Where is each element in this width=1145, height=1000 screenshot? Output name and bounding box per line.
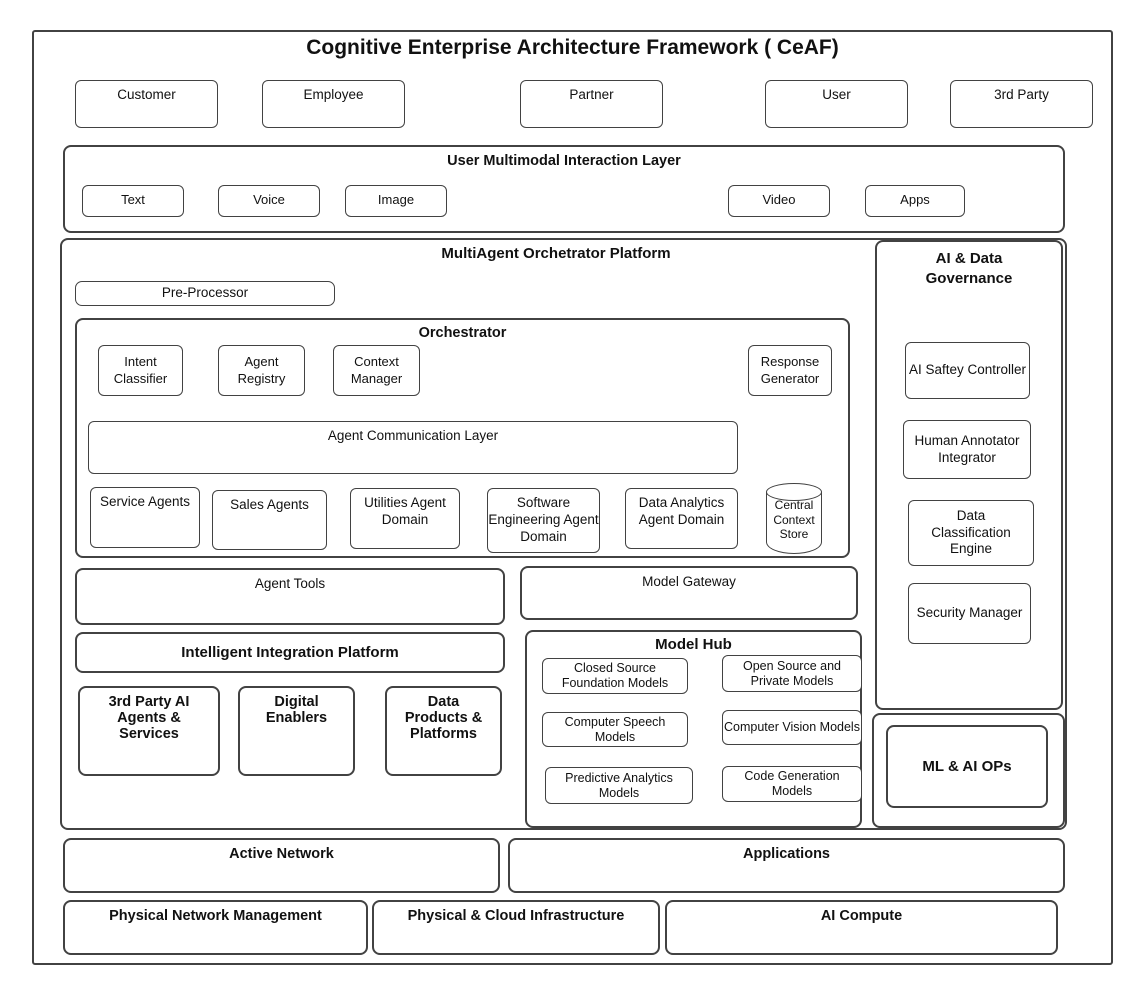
ml-ai-ops-box: ML & AI OPs (886, 725, 1048, 808)
governance-title: AI & Data Governance (925, 250, 1013, 287)
stakeholder-box-customer: Customer (75, 80, 218, 128)
stakeholder-box-user: User (765, 80, 908, 128)
infra-box-physical-cloud-infrastructure: Physical & Cloud Infrastructure (372, 900, 660, 955)
model-box-closed-source-foundation: Closed Source Foundation Models (542, 658, 688, 694)
component-box-agent-registry: Agent Registry (218, 345, 305, 396)
component-box-context-manager: Context Manager (333, 345, 420, 396)
model-box-predictive-analytics: Predictive Analytics Models (545, 767, 693, 804)
intelligent-integration-platform-box: Intelligent Integration Platform (75, 632, 505, 673)
orchestrator-title: Orchestrator (418, 325, 507, 341)
model-box-computer-speech: Computer Speech Models (542, 712, 688, 747)
agent-communication-layer-box: Agent Communication Layer (88, 421, 738, 474)
agent-box-utilities-agent-domain: Utilities Agent Domain (350, 488, 460, 549)
governance-box-data-classification-engine: Data Classification Engine (908, 500, 1034, 566)
orchestrator-platform-title: MultiAgent Orchetrator Platform (441, 245, 671, 262)
infra-box-ai-compute: AI Compute (665, 900, 1058, 955)
model-gateway-box: Model Gateway (520, 566, 858, 620)
agent-box-service-agents: Service Agents (90, 487, 200, 548)
central-context-store-cylinder: Central Context Store (766, 483, 822, 554)
stakeholder-box-employee: Employee (262, 80, 405, 128)
central-context-store-label: Central Context Store (773, 498, 815, 542)
component-box-response-generator: Response Generator (748, 345, 832, 396)
mode-box-apps: Apps (865, 185, 965, 217)
pre-processor-box: Pre-Processor (75, 281, 335, 306)
enabler-box-digital-enablers: Digital Enablers (238, 686, 355, 776)
model-hub-title: Model Hub (655, 636, 732, 653)
mode-box-voice: Voice (218, 185, 320, 217)
infra-box-applications: Applications (508, 838, 1065, 893)
stakeholder-box-partner: Partner (520, 80, 663, 128)
model-box-code-generation: Code Generation Models (722, 766, 862, 802)
mode-box-video: Video (728, 185, 830, 217)
diagram-title: Cognitive Enterprise Architecture Framew… (306, 36, 839, 59)
agent-tools-box: Agent Tools (75, 568, 505, 625)
governance-box-human-annotator-integrator: Human Annotator Integrator (903, 420, 1031, 479)
model-box-open-source-private: Open Source and Private Models (722, 655, 862, 692)
mode-box-image: Image (345, 185, 447, 217)
interaction-layer-title: User Multimodal Interaction Layer (447, 153, 681, 169)
cylinder-top-ellipse (766, 483, 822, 501)
governance-box-ai-safety-controller: AI Saftey Controller (905, 342, 1030, 399)
agent-box-software-engineering-agent-domain: Software Engineering Agent Domain (487, 488, 600, 553)
governance-box-security-manager: Security Manager (908, 583, 1031, 644)
cylinder-body (766, 492, 822, 554)
enabler-box-data-products: Data Products & Platforms (385, 686, 502, 776)
mode-box-text: Text (82, 185, 184, 217)
agent-box-sales-agents: Sales Agents (212, 490, 327, 550)
enabler-box-3rd-party-ai: 3rd Party AI Agents & Services (78, 686, 220, 776)
stakeholder-box-3rd-party: 3rd Party (950, 80, 1093, 128)
agent-box-data-analytics-agent-domain: Data Analytics Agent Domain (625, 488, 738, 549)
infra-box-physical-network-management: Physical Network Management (63, 900, 368, 955)
model-box-computer-vision: Computer Vision Models (722, 710, 862, 745)
component-box-intent-classifier: Intent Classifier (98, 345, 183, 396)
infra-box-active-network: Active Network (63, 838, 500, 893)
